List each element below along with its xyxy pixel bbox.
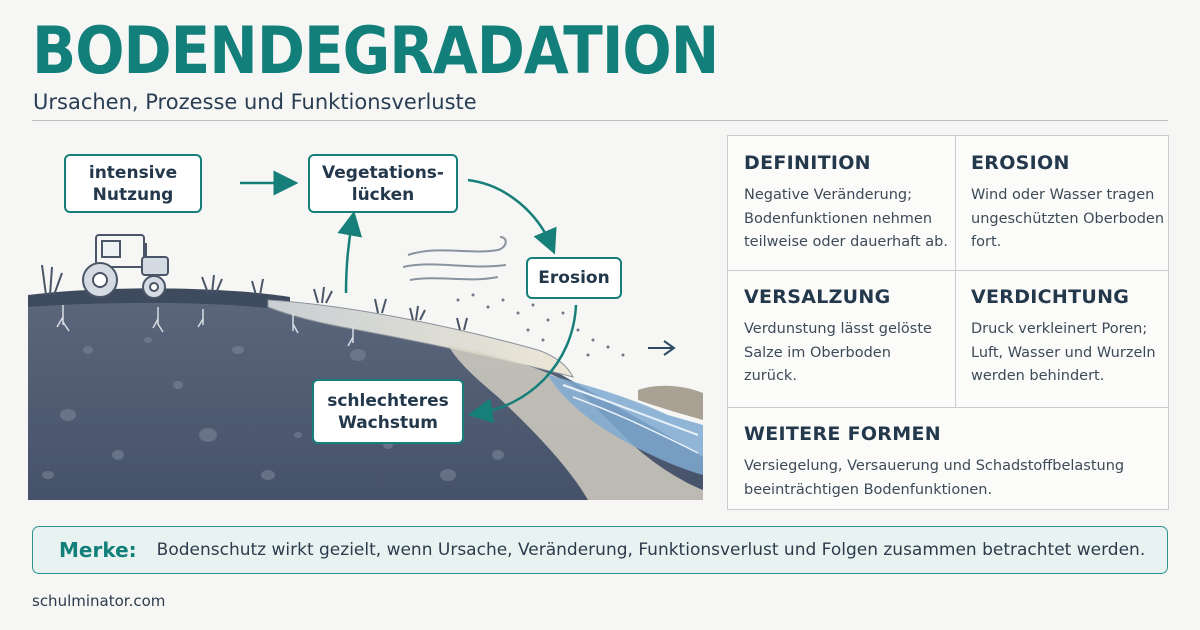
plant-roots (56, 305, 354, 347)
cell-heading: VERDICHTUNG (971, 286, 1130, 308)
merke-text: Bodenschutz wirkt gezielt, wenn Ursache,… (156, 540, 1146, 560)
grid-divider (955, 136, 956, 407)
tractor-icon (82, 234, 169, 299)
degradation-scene: intensive Nutzung Vegetations- lücken Er… (28, 135, 708, 510)
box-schlechteres-wachstum: schlechteres Wachstum (312, 379, 464, 444)
merke-box: Merke: Bodenschutz wirkt gezielt, wenn U… (32, 526, 1168, 574)
cell-text: Versiegelung, Versauerung und Schadstoff… (744, 458, 1125, 498)
page-title: BODENDEGRADATION (32, 12, 719, 89)
cell-heading: VERSALZUNG (744, 286, 891, 308)
cell-heading: DEFINITION (744, 152, 871, 174)
soil-pebbles (42, 337, 504, 481)
cell-definition: DEFINITION Negative Veränderung; Bodenfu… (728, 136, 955, 270)
cell-text: Wind oder Wasser tragen ungeschützten Ob… (971, 187, 1165, 250)
cell-weitere-formen: WEITERE FORMEN Versiegelung, Versauerung… (728, 407, 1168, 509)
flow-arrows (240, 170, 578, 424)
cell-text: Druck verkleinert Poren; Luft, Wasser un… (971, 321, 1156, 384)
cell-erosion: EROSION Wind oder Wasser tragen ungeschü… (955, 136, 1168, 270)
cell-text: Verdunstung lässt gelöste Salze im Oberb… (744, 321, 932, 384)
box-erosion: Erosion (526, 257, 622, 299)
arrow-runoff-icon (648, 340, 676, 356)
box-line: Erosion (538, 268, 610, 288)
box-intensive-nutzung: intensive Nutzung (64, 154, 202, 213)
grass-tufts (41, 264, 468, 331)
footer-source: schulminator.com (32, 592, 166, 610)
box-line: intensive (88, 162, 178, 183)
wind-icon (402, 236, 507, 281)
box-line: schlechteres (327, 390, 449, 411)
box-line: Vegetations- (322, 162, 444, 183)
box-line: Nutzung (92, 184, 174, 205)
cell-text: Negative Veränderung; Bodenfunktionen ne… (744, 187, 948, 250)
cell-heading: EROSION (971, 152, 1070, 174)
box-line: lücken (351, 184, 415, 205)
river-bank (638, 385, 703, 420)
merke-label: Merke: (59, 538, 137, 562)
water-stream (548, 375, 703, 475)
grid-divider (728, 407, 1168, 408)
cell-verdichtung: VERDICHTUNG Druck verkleinert Poren; Luf… (955, 270, 1168, 407)
definition-grid: DEFINITION Negative Veränderung; Bodenfu… (727, 135, 1169, 510)
arrow-vegetation-to-erosion (467, 178, 557, 255)
cell-versalzung: VERSALZUNG Verdunstung lässt gelöste Sal… (728, 270, 955, 407)
dust-particles (456, 293, 625, 357)
arrow-erosion-to-wachstum (467, 304, 578, 424)
sediment-slope (448, 345, 703, 500)
title-divider (32, 120, 1168, 121)
arrow-wachstum-to-vegetation (337, 210, 363, 294)
box-vegetationsluecken: Vegetations- lücken (308, 154, 458, 213)
box-line: Wachstum (338, 412, 438, 433)
grid-divider (728, 270, 1168, 271)
page-subtitle: Ursachen, Prozesse und Funktionsverluste (33, 90, 477, 114)
cell-heading: WEITERE FORMEN (744, 423, 941, 445)
